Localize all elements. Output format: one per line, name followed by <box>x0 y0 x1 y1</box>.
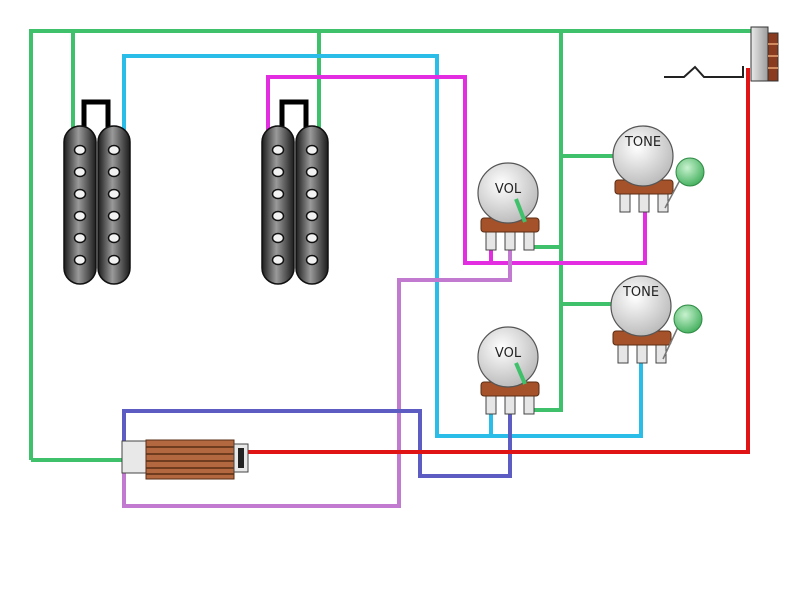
pole-piece <box>73 144 87 156</box>
knob <box>477 326 539 388</box>
pole-piece <box>271 144 285 156</box>
pole-piece <box>271 254 285 266</box>
coil-left <box>63 125 97 285</box>
pole-piece <box>305 144 319 156</box>
knob <box>610 275 672 337</box>
knob <box>612 125 674 187</box>
bridge-pickup <box>261 99 329 285</box>
tone-pot: TONE <box>610 275 703 364</box>
coil-right <box>295 125 329 285</box>
pole-piece <box>271 210 285 222</box>
pole-piece <box>271 188 285 200</box>
tone-pot: TONE <box>612 125 705 213</box>
knob-label: VOL <box>495 346 522 361</box>
pole-piece <box>73 166 87 178</box>
pole-piece <box>107 166 121 178</box>
pole-piece <box>305 232 319 244</box>
red-wires <box>240 68 750 454</box>
pole-piece <box>271 232 285 244</box>
pole-piece <box>73 232 87 244</box>
pole-piece <box>305 210 319 222</box>
pole-piece <box>73 210 87 222</box>
pole-piece <box>73 254 87 266</box>
pole-piece <box>271 166 285 178</box>
output-jack <box>664 26 779 82</box>
pole-piece <box>107 144 121 156</box>
pickups <box>63 99 329 285</box>
pole-piece <box>305 188 319 200</box>
knob-label: TONE <box>622 285 659 300</box>
potentiometers: VOL TONE VOL TONE <box>477 125 705 415</box>
knob-label: TONE <box>624 135 661 150</box>
coil-right <box>97 125 131 285</box>
selector-switch <box>121 439 249 480</box>
pole-piece <box>107 188 121 200</box>
capacitor-icon <box>673 304 703 334</box>
volume-pot: VOL <box>477 162 540 251</box>
pole-piece <box>107 254 121 266</box>
neck-pickup <box>63 99 131 285</box>
ground-wires <box>29 29 758 462</box>
violet-wires <box>122 247 512 508</box>
pole-piece <box>107 232 121 244</box>
capacitor-icon <box>675 157 705 187</box>
blue-wires <box>122 409 512 478</box>
pole-piece <box>107 210 121 222</box>
pole-piece <box>305 166 319 178</box>
coil-left <box>261 125 295 285</box>
cyan-wires <box>122 54 643 438</box>
volume-pot: VOL <box>477 326 540 415</box>
pole-piece <box>305 254 319 266</box>
pole-piece <box>73 188 87 200</box>
knob <box>477 162 539 224</box>
knob-label: VOL <box>495 182 522 197</box>
